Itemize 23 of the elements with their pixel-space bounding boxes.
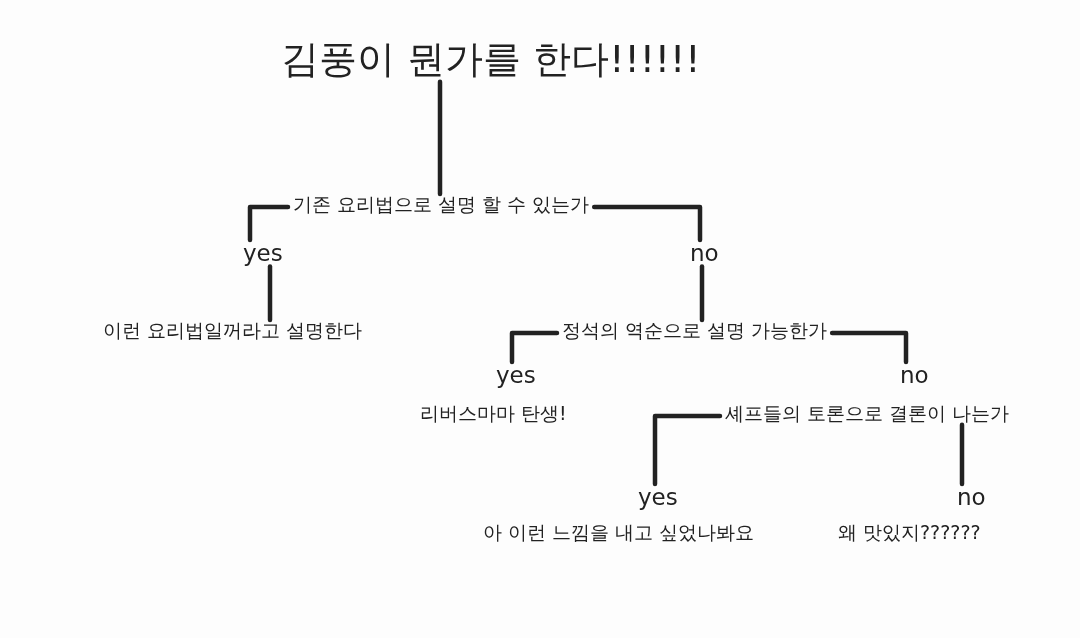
answer-label: yes: [633, 484, 683, 511]
question-text: 셰프들의 토론으로 결론이 나는가: [720, 403, 1015, 425]
answer-label: no: [952, 484, 991, 511]
title-text: 김풍이 뭔가를 한다!!!!!!: [276, 38, 706, 82]
result-text: 이런 요리법일꺼라고 설명한다: [98, 320, 368, 342]
connector-line: [959, 422, 965, 487]
connector-line: [652, 413, 723, 487]
connector-line: [247, 204, 291, 243]
result-text: 왜 맛있지??????: [833, 522, 986, 544]
result-text: 아 이런 느낌을 내고 싶었나봐요: [478, 522, 760, 544]
connector-line: [437, 79, 443, 197]
connector-line: [509, 330, 560, 365]
connector-line: [591, 204, 703, 243]
connector-line: [699, 264, 705, 323]
result-text: 리버스마마 탄생!: [415, 403, 572, 425]
question-text: 기존 요리법으로 설명 할 수 있는가: [288, 194, 595, 216]
answer-label: yes: [238, 240, 288, 267]
question-text: 정석의 역순으로 설명 가능한가: [557, 320, 833, 342]
answer-label: no: [685, 240, 724, 267]
answer-label: no: [895, 362, 934, 389]
answer-label: yes: [491, 362, 541, 389]
connector-line: [267, 264, 273, 323]
connector-line: [829, 330, 909, 365]
